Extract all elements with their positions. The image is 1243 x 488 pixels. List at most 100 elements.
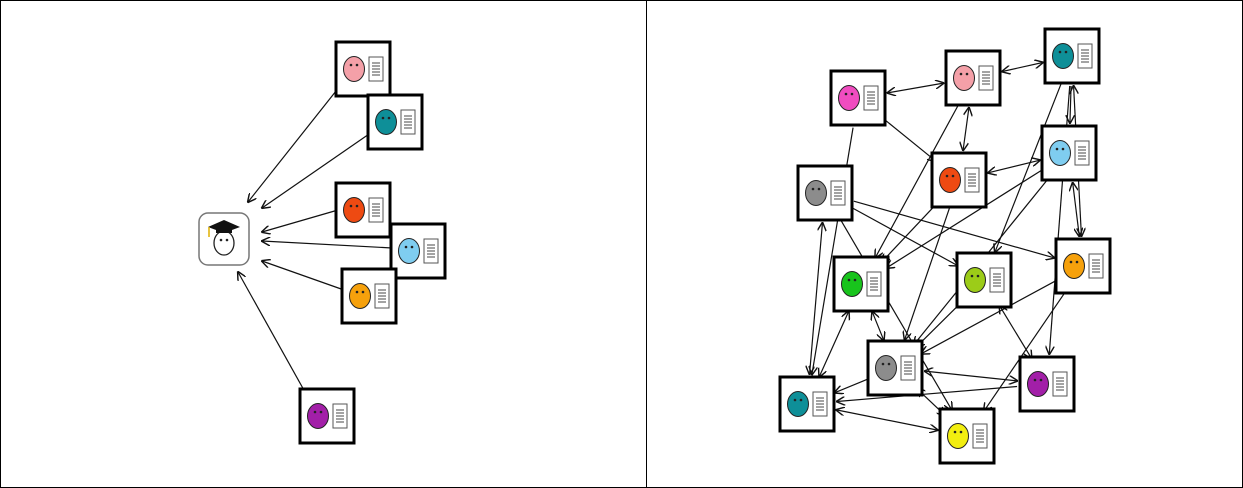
eye-icon (945, 174, 949, 178)
eye-icon (881, 362, 885, 366)
directed-edge (880, 116, 935, 161)
agent-face-icon (947, 423, 969, 449)
agent-face-icon (1049, 140, 1071, 166)
eye-icon (811, 187, 815, 191)
eye-icon (355, 204, 359, 208)
bidirectional-edge (810, 223, 823, 374)
agent-face-icon (398, 238, 420, 264)
eye-icon (970, 274, 974, 278)
eye-icon (361, 290, 365, 294)
agent-node-teal-bottom (778, 375, 836, 433)
agent-node-gray-mid (866, 339, 924, 397)
eye-icon (976, 274, 980, 278)
bidirectional-edge (819, 311, 848, 376)
agent-node-pink (334, 40, 392, 98)
eye-icon (1069, 260, 1073, 264)
eye-icon (349, 63, 353, 67)
eye-icon (850, 92, 854, 96)
bidirectional-edge (925, 371, 1017, 381)
directed-edge (916, 300, 964, 347)
agent-node-orange (1054, 237, 1112, 295)
agent-face-icon (953, 65, 975, 91)
eye-icon (410, 245, 414, 249)
directed-edge (837, 385, 1018, 401)
directed-edge (262, 261, 345, 291)
eye-icon (1075, 260, 1079, 264)
directed-edge (921, 279, 1057, 353)
bidirectional-edge (1000, 306, 1032, 359)
edges-layer (238, 63, 1081, 431)
agent-node-pink (944, 49, 1002, 107)
eye-icon (965, 72, 969, 76)
agent-node-purple (298, 387, 356, 445)
eye-icon (1039, 378, 1043, 382)
agent-node-magenta (829, 69, 887, 127)
agent-face-icon (307, 403, 329, 429)
eye-icon (1058, 50, 1062, 54)
agent-node-orange (340, 267, 398, 325)
eye-icon (959, 72, 963, 76)
bidirectional-edge (872, 312, 883, 340)
eye-icon (793, 398, 797, 402)
eye-icon (1055, 147, 1059, 151)
bidirectional-edge (1002, 63, 1042, 72)
agent-face-icon (805, 180, 827, 206)
agent-face-icon (343, 197, 365, 223)
agent-node-teal (366, 93, 424, 151)
agent-node-green (832, 255, 890, 313)
directed-edge (262, 209, 339, 232)
bidirectional-edge (888, 83, 944, 93)
eye-icon (355, 290, 359, 294)
bidirectional-edge (1073, 183, 1080, 236)
eye-icon (799, 398, 803, 402)
graduate-student-node (198, 212, 250, 266)
agent-face-icon (1063, 253, 1085, 279)
eye-icon (349, 204, 353, 208)
bidirectional-edge (836, 410, 937, 430)
directed-edge (835, 378, 868, 392)
eye-icon (381, 116, 385, 120)
agent-node-gray-left (796, 164, 854, 222)
agent-face-icon (939, 167, 961, 193)
agent-face-icon (787, 391, 809, 417)
directed-edge (905, 208, 950, 339)
eye-icon (313, 410, 317, 414)
agent-face-icon (343, 56, 365, 82)
agent-node-lime (955, 251, 1013, 309)
eye-icon (387, 116, 391, 120)
agent-face-icon (349, 283, 371, 309)
agent-face-icon (838, 85, 860, 111)
agent-node-red-orange (334, 181, 392, 239)
eye-icon (404, 245, 408, 249)
eye-icon (853, 278, 857, 282)
agent-face-icon (375, 109, 397, 135)
eye-icon (959, 430, 963, 434)
eye-icon (847, 278, 851, 282)
directed-edge (853, 200, 1054, 258)
bidirectional-edge (988, 160, 1040, 173)
agent-node-yellow (938, 407, 996, 465)
directed-edge (1070, 85, 1071, 123)
agent-node-red-orange (930, 151, 988, 209)
eye-icon (355, 63, 359, 67)
directed-edge (984, 290, 1067, 411)
eye-icon (844, 92, 848, 96)
eye-icon (1061, 147, 1065, 151)
bidirectional-edge (963, 108, 969, 151)
agent-face-icon (841, 271, 863, 297)
agent-node-light-blue (389, 222, 447, 280)
eye-icon (887, 362, 891, 366)
agent-face-icon (1027, 371, 1049, 397)
eye-icon (951, 174, 955, 178)
eye-icon (319, 410, 323, 414)
directed-edge (882, 201, 939, 262)
agent-node-light-blue (1040, 124, 1098, 182)
directed-edge (238, 272, 306, 393)
directed-edge (262, 131, 373, 208)
agent-node-purple (1018, 355, 1076, 413)
agent-face-icon (875, 355, 897, 381)
agent-face-icon (964, 267, 986, 293)
directed-edge (995, 83, 1062, 252)
